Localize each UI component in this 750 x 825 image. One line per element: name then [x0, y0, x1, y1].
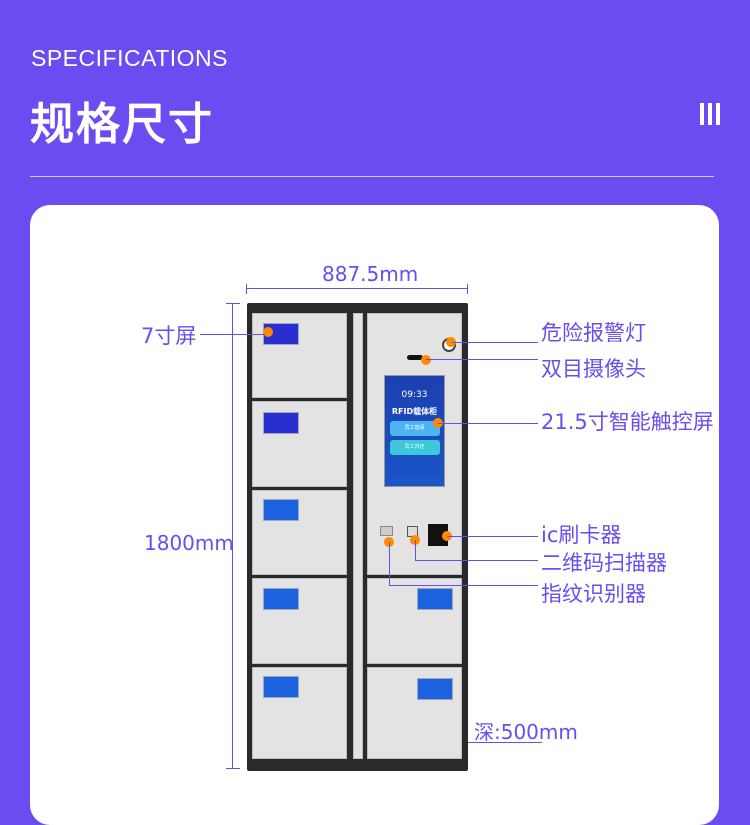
- menu-bars-icon: [700, 103, 720, 125]
- label-touch-screen: 21.5寸智能触控屏: [541, 410, 714, 434]
- marker-dot: [421, 355, 431, 365]
- leader-line: [452, 342, 538, 343]
- door-mini-screen: [263, 499, 299, 521]
- cabinet-pillar: [353, 313, 363, 759]
- width-dimension-line: [246, 288, 468, 289]
- leader-line: [200, 334, 265, 335]
- marker-dot: [446, 337, 456, 347]
- locker-door: [252, 401, 347, 487]
- label-alarm-light: 危险报警灯: [541, 321, 646, 345]
- width-tick-right: [467, 284, 468, 294]
- camera-icon: [407, 355, 423, 360]
- leader-line: [389, 542, 390, 586]
- locker-door: [367, 578, 462, 664]
- door-mini-screen: [417, 588, 453, 610]
- screen-time: 09:33: [401, 390, 428, 400]
- height-tick-top: [226, 303, 240, 304]
- marker-dot: [263, 327, 273, 337]
- label-camera: 双目摄像头: [541, 357, 646, 381]
- section-eng-title: SPECIFICATIONS: [31, 45, 228, 71]
- label-ic-reader: ic刷卡器: [541, 523, 622, 547]
- door-mini-screen: [263, 588, 299, 610]
- screen-borrow-button: 员工借阅: [389, 421, 440, 436]
- leader-line: [426, 359, 538, 360]
- locker-cabinet: [247, 303, 468, 771]
- height-dimension-line: [232, 303, 233, 769]
- height-tick-bottom: [226, 768, 240, 769]
- door-mini-screen: [263, 412, 299, 434]
- section-title: 规格尺寸: [30, 99, 214, 150]
- screen-return-button: 员工归还: [389, 440, 440, 455]
- label-fingerprint: 指纹识别器: [541, 582, 646, 606]
- divider: [30, 176, 714, 177]
- ic-card-reader-icon: [428, 524, 448, 546]
- door-mini-screen: [263, 676, 299, 698]
- leader-line: [438, 423, 538, 424]
- screen-title: RFID载体柜: [391, 407, 438, 416]
- door-mini-screen: [417, 678, 453, 700]
- width-label: 887.5mm: [322, 262, 419, 286]
- width-tick-left: [246, 284, 247, 294]
- leader-line: [415, 560, 538, 561]
- depth-line: [462, 742, 542, 743]
- leader-line: [447, 536, 538, 537]
- touch-screen: 09:33 RFID载体柜 员工借阅 员工归还: [384, 375, 445, 487]
- depth-label: 深:500mm: [474, 720, 578, 744]
- label-small-screen: 7寸屏: [141, 324, 197, 348]
- leader-line: [415, 540, 416, 561]
- fingerprint-reader-icon: [380, 526, 393, 536]
- height-label: 1800mm: [144, 531, 234, 555]
- label-qr-scanner: 二维码扫描器: [541, 551, 667, 575]
- leader-line: [389, 585, 538, 586]
